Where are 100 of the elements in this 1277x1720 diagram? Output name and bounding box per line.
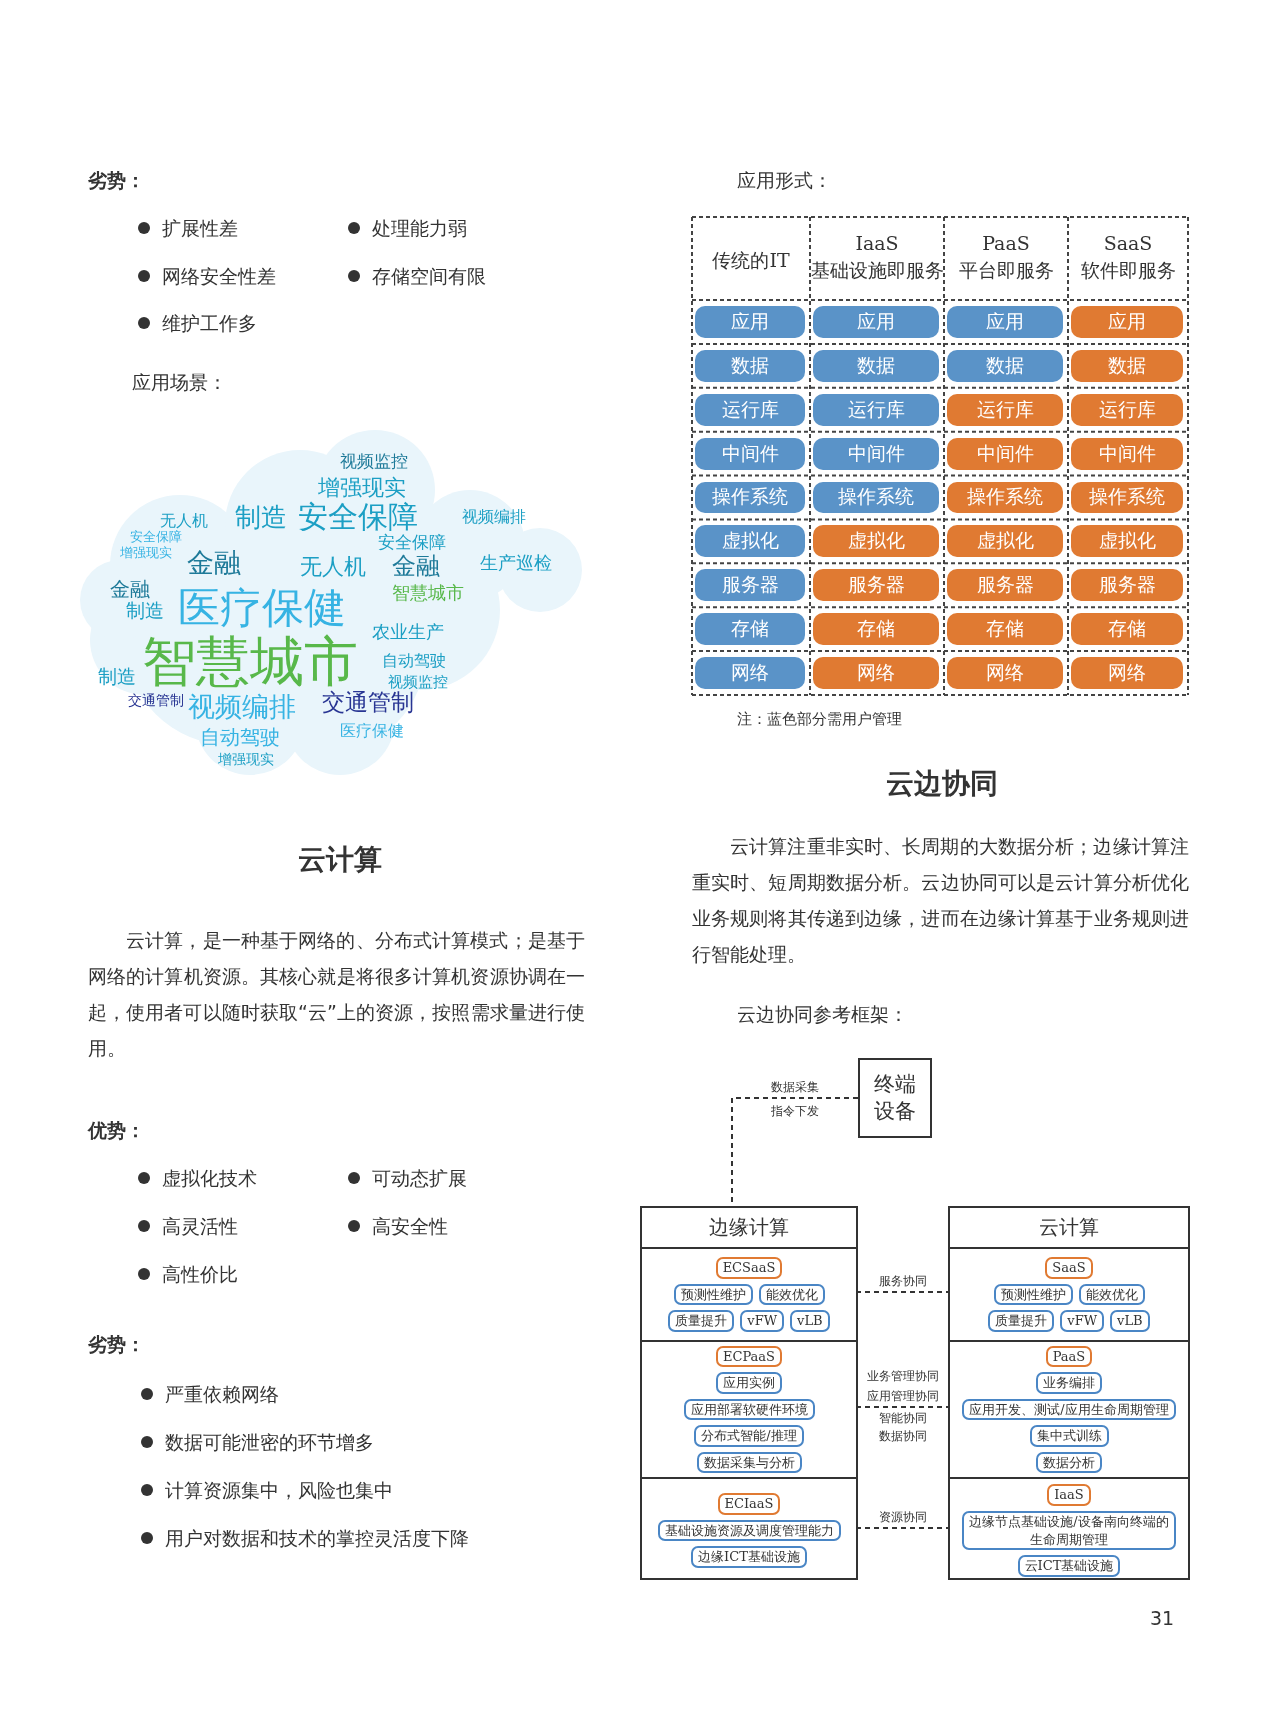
layer-pill: 操作系统 (947, 481, 1063, 514)
list-item: 扩展性差 (162, 216, 238, 241)
section-heading: 应用形式： (737, 168, 832, 193)
cloud-word: 制造 (98, 666, 136, 687)
layer-pill: 虚拟化 (695, 525, 805, 558)
layer-pill: 存储 (947, 613, 1063, 646)
table-header: IaaS 基础设施即服务 (810, 231, 944, 283)
list-item: 高性价比 (162, 1262, 238, 1287)
cloud-word: 安全保障 (298, 500, 418, 533)
cloud-word: 交通管制 (322, 690, 414, 716)
cloud-word: 安全保障 (130, 530, 182, 545)
layer-pill: 应用 (695, 306, 805, 338)
connector-line (855, 1291, 951, 1293)
layer-pill: 应用 (947, 306, 1063, 338)
service-tag: 边缘节点基础设施/设备南向终端的生命周期管理 (962, 1510, 1176, 1551)
list-item: 网络安全性差 (162, 264, 276, 289)
service-tag: 能效优化 (758, 1283, 825, 1306)
service-tag: 数据采集与分析 (696, 1451, 802, 1474)
service-tag: 能效优化 (1078, 1283, 1145, 1306)
layer-pill: 应用 (1071, 306, 1183, 338)
service-tag: 质量提升 (988, 1310, 1055, 1332)
cloud-word: 增强现实 (120, 546, 172, 561)
layer-pill: 操作系统 (695, 481, 805, 514)
table-header: SaaS 软件即服务 (1079, 231, 1177, 283)
cloud-word: 制造 (235, 503, 287, 532)
layer-pill: 数据 (947, 349, 1063, 382)
group-box (948, 1206, 1190, 1580)
cloud-word: 增强现实 (218, 752, 274, 768)
article-heading: 云计算 (297, 842, 383, 878)
cloud-word: 无人机 (160, 512, 208, 530)
layer-pill: 运行库 (947, 393, 1063, 426)
service-tag: vFW (740, 1310, 785, 1332)
list-item: 高安全性 (372, 1214, 448, 1239)
service-tag: 质量提升 (668, 1310, 735, 1332)
layer-pill: 网络 (813, 657, 939, 689)
body-paragraph: 云计算，是一种基于网络的、分布式计算模式；是基于网络的计算机资源。其核心就是将很多计算机资源协调在一起，使用者可以随时获取“云”上的资源，按照需求量进行使用。 (88, 928, 585, 1062)
cloud-word: 金融 (110, 578, 150, 600)
note-text: 注：蓝色部分需用户管理 (737, 710, 902, 730)
connector-note: 业务管理协同 (866, 1369, 940, 1385)
layer-pill: 数据 (813, 349, 939, 382)
service-tag: 应用部署软硬件环境 (683, 1398, 815, 1421)
list-item: 维护工作多 (162, 311, 257, 336)
layer-pill: 网络 (695, 657, 805, 689)
service-tag: 分布式智能/推理 (694, 1425, 804, 1447)
section-heading: 云边协同参考框架： (737, 1002, 908, 1027)
connector-line (855, 1527, 951, 1529)
service-tag: IaaS (1047, 1484, 1091, 1506)
service-tag: 基础设施资源及调度管理能力 (657, 1519, 841, 1542)
service-tag: 云ICT基础设施 (1017, 1555, 1121, 1577)
list-item: 可动态扩展 (372, 1166, 467, 1191)
section-heading: 应用场景： (132, 370, 227, 395)
cloud-word: 医疗保健 (178, 585, 346, 632)
service-tag: 业务编排 (1036, 1372, 1102, 1394)
service-tag: PaaS (1045, 1345, 1093, 1368)
service-tag: 预测性维护 (673, 1283, 753, 1306)
layer-pill: 虚拟化 (947, 525, 1063, 558)
cloud-word: 农业生产 (372, 622, 444, 642)
device-box: 终端设备 (858, 1058, 932, 1138)
cloud-word: 视频监控 (340, 452, 408, 471)
layer-pill: 网络 (947, 657, 1063, 689)
layer-pill: 网络 (1071, 657, 1183, 689)
layer-pill: 中间件 (1071, 437, 1183, 470)
service-tag: 数据分析 (1036, 1451, 1102, 1474)
connector-note: 指令下发 (770, 1104, 820, 1120)
connector-line (855, 1406, 951, 1408)
list-item: 用户对数据和技术的掌控灵活度下降 (165, 1526, 469, 1551)
service-tag: 集中式训练 (1029, 1425, 1109, 1447)
cloud-word: 智慧城市 (142, 632, 358, 692)
layer-pill: 存储 (695, 613, 805, 646)
layer-pill: 操作系统 (1071, 481, 1183, 514)
service-tag: vLB (790, 1310, 830, 1332)
service-tag: vFW (1060, 1310, 1105, 1332)
service-tag: 应用开发、测试/应用生命周期管理 (962, 1398, 1176, 1421)
list-item: 高灵活性 (162, 1214, 238, 1239)
section-heading: 优势： (88, 1118, 145, 1143)
cloud-word: 视频编排 (188, 692, 296, 722)
layer-pill: 中间件 (695, 437, 805, 470)
body-paragraph: 云计算注重非实时、长周期的大数据分析；边缘计算注重实时、短周期数据分析。云边协同可以是云计算分析优化业务规则将其传递到边缘，进而在边缘计算基于业务规则进行智能处理。 (692, 834, 1189, 968)
service-tag: 边缘ICT基础设施 (691, 1546, 807, 1568)
cloud-word: 无人机 (300, 555, 366, 580)
layer-pill: 存储 (1071, 613, 1183, 646)
table-header: PaaS 平台即服务 (957, 231, 1055, 283)
page-number: 31 (1150, 1606, 1175, 1631)
cloud-word: 智慧城市 (392, 583, 464, 603)
list-item: 严重依赖网络 (165, 1382, 279, 1407)
service-tag: ECSaaS (715, 1257, 783, 1279)
layer-pill: 操作系统 (813, 481, 939, 514)
cloud-word: 自动驾驶 (200, 726, 280, 748)
section-heading: 劣势： (88, 168, 145, 193)
layer-pill: 存储 (813, 613, 939, 646)
layer-pill: 服务器 (947, 569, 1063, 602)
service-tag: ECPaaS (716, 1345, 782, 1368)
cloud-word: 生产巡检 (480, 553, 552, 573)
service-tag: 应用实例 (716, 1372, 782, 1394)
list-item: 数据可能泄密的环节增多 (165, 1430, 374, 1455)
cloud-word: 金融 (187, 548, 241, 578)
article-heading: 云边协同 (885, 766, 999, 802)
cloud-word: 金融 (392, 553, 440, 580)
cloud-word: 增强现实 (318, 476, 406, 501)
layer-pill: 服务器 (695, 569, 805, 602)
